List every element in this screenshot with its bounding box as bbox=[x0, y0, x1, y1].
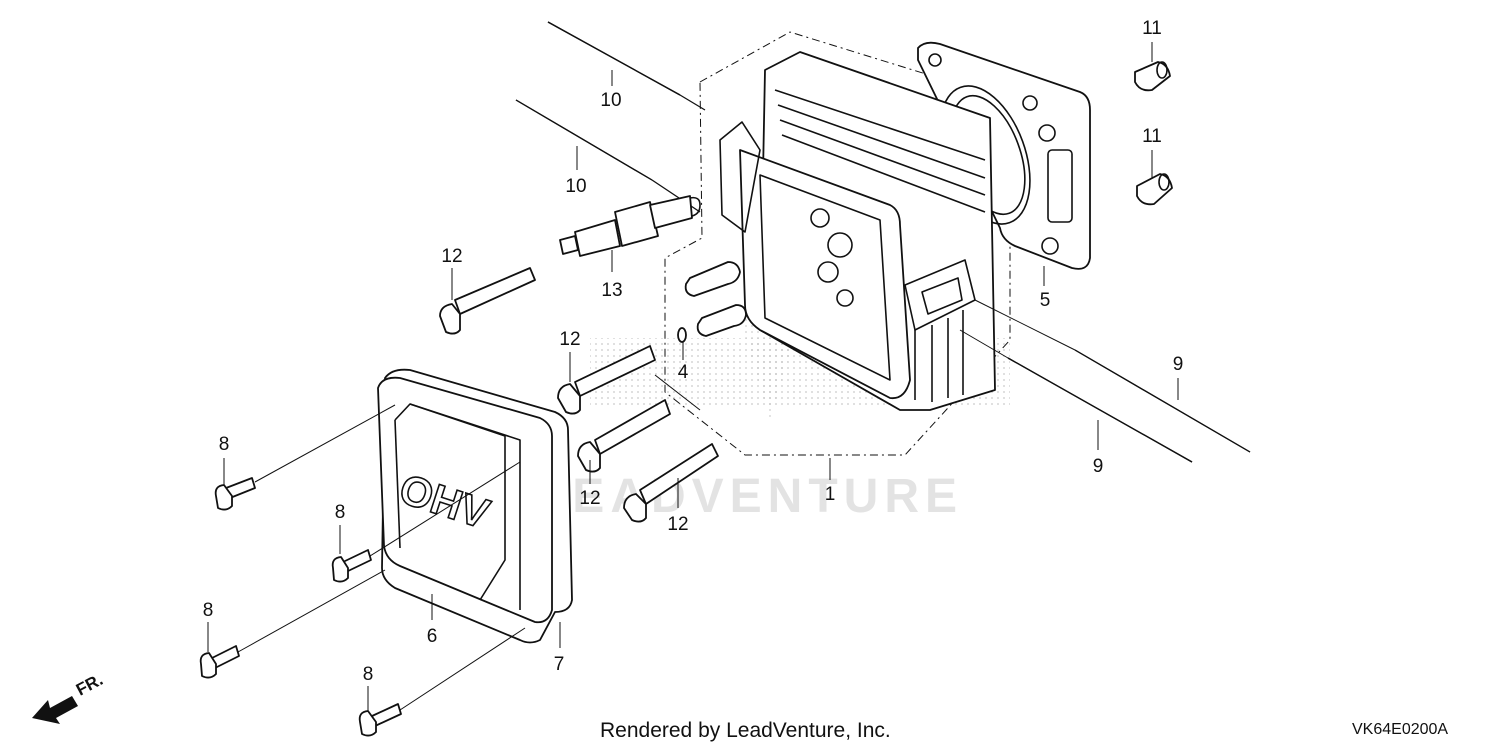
head-cover: OHV bbox=[377, 376, 553, 624]
diagram-code: VK64E0200A bbox=[1352, 721, 1449, 738]
long-stud-lower bbox=[1007, 357, 1193, 463]
long-stud-upper bbox=[1074, 349, 1251, 453]
washer bbox=[677, 327, 687, 343]
callout-11-lower: 11 bbox=[1142, 126, 1162, 147]
dowel-pins bbox=[684, 261, 747, 337]
callout-8-c: 8 bbox=[203, 600, 214, 621]
callout-10-upper: 10 bbox=[600, 90, 621, 111]
callout-13: 13 bbox=[601, 280, 622, 301]
cover-bolt-1 bbox=[214, 477, 256, 511]
collar-upper bbox=[1134, 61, 1171, 92]
cover-bolt-4 bbox=[358, 703, 402, 737]
flange-bolt-top-left bbox=[439, 267, 536, 335]
flange-bolt-mid-b bbox=[577, 399, 671, 473]
leader-lines bbox=[207, 42, 1179, 712]
flange-bolt-mid-a bbox=[557, 345, 656, 415]
footer-credit: Rendered by LeadVenture, Inc. bbox=[600, 719, 891, 742]
callout-8-a: 8 bbox=[219, 434, 230, 455]
callout-8-d: 8 bbox=[363, 664, 374, 685]
callout-7: 7 bbox=[554, 654, 565, 675]
front-direction-label: FR. bbox=[73, 670, 106, 700]
callout-12-mid: 12 bbox=[559, 329, 580, 350]
stud-bolt-lower bbox=[515, 99, 701, 213]
callouts: 10 10 13 12 12 4 12 12 1 5 11 11 9 9 8 8… bbox=[203, 18, 1184, 685]
callout-5: 5 bbox=[1040, 290, 1051, 311]
spark-plug bbox=[559, 195, 701, 257]
cylinder-head bbox=[719, 51, 996, 411]
watermark-text: LEADVENTURE bbox=[537, 470, 963, 523]
collar-lower bbox=[1136, 173, 1173, 206]
cover-bolt-3 bbox=[199, 645, 240, 679]
assembly-outline bbox=[664, 31, 1011, 456]
callout-6: 6 bbox=[427, 626, 438, 647]
callout-10-lower: 10 bbox=[565, 176, 586, 197]
callout-12-bottom: 12 bbox=[667, 514, 688, 535]
flange-bolt-bottom bbox=[623, 443, 719, 523]
front-direction-arrow-icon: FR. bbox=[32, 670, 106, 724]
callout-9-lower: 9 bbox=[1093, 456, 1104, 477]
callout-9-upper: 9 bbox=[1173, 354, 1184, 375]
callout-1: 1 bbox=[825, 484, 836, 505]
callout-12-lower: 12 bbox=[579, 488, 600, 509]
stud-bolt-upper bbox=[547, 21, 706, 111]
callout-8-b: 8 bbox=[335, 502, 346, 523]
callout-12-top: 12 bbox=[441, 246, 462, 267]
callout-11-upper: 11 bbox=[1142, 18, 1162, 39]
callout-4: 4 bbox=[678, 362, 689, 383]
cover-bolt-2 bbox=[331, 549, 372, 583]
